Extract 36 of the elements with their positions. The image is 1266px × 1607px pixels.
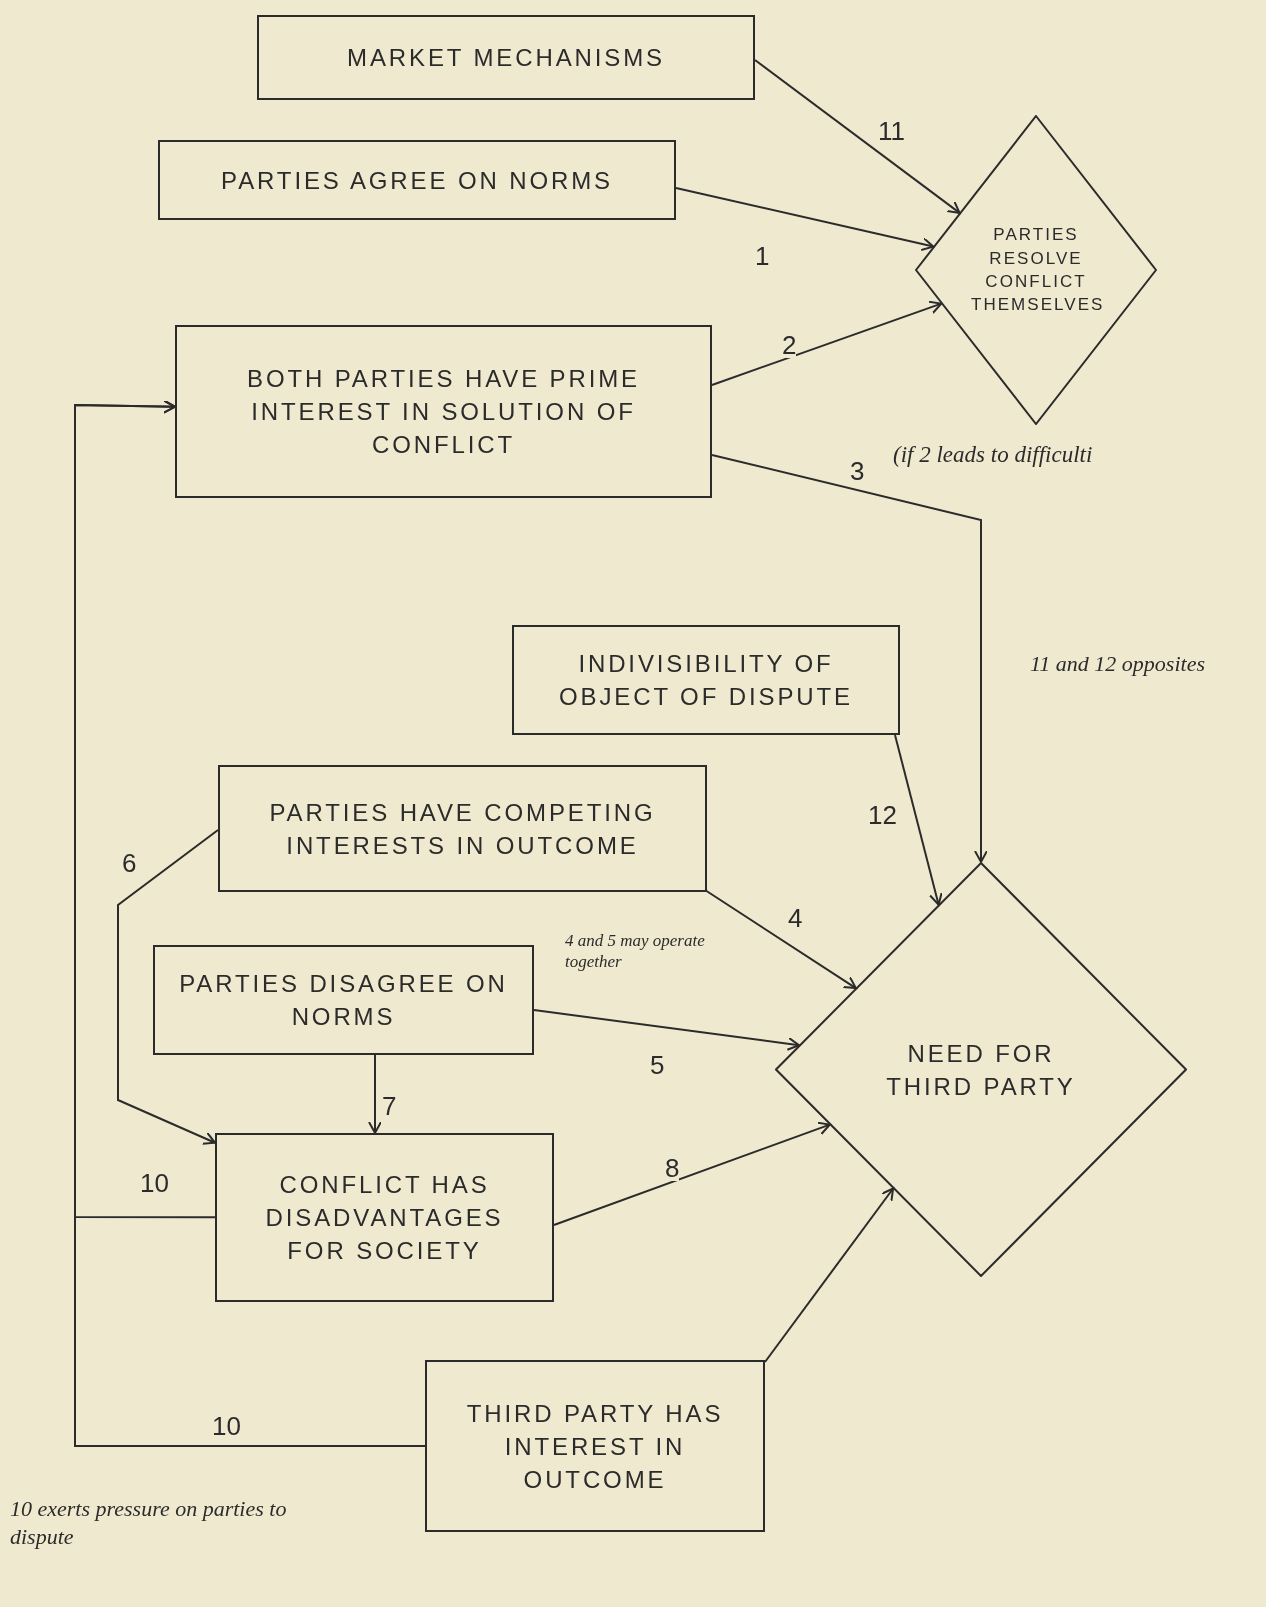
arrow	[675, 187, 935, 251]
arrow	[711, 300, 943, 386]
node-label: INDIVISIBILITY OF OBJECT OF DISPUTE	[558, 649, 854, 712]
arrow	[553, 1121, 831, 1226]
process-box	[512, 625, 900, 735]
arrow	[711, 454, 988, 863]
arrow	[754, 59, 961, 214]
node-label: PARTIES AGREE ON NORMS	[221, 165, 613, 196]
process-box	[215, 1133, 554, 1302]
arrow	[704, 889, 857, 990]
node-label: PARTIES RESOLVE CONFLICT THEMSELVES	[971, 224, 1101, 317]
process-box	[153, 945, 534, 1055]
arrow	[533, 1009, 801, 1051]
process-box	[158, 140, 676, 220]
note-text: 10 exerts pressure on parties to dispute	[10, 1495, 288, 1550]
process-box	[175, 325, 712, 498]
node-label: THIRD PARTY HAS INTEREST IN OUTCOME	[465, 1398, 725, 1495]
node-label: PARTIES DISAGREE ON NORMS	[179, 969, 508, 1032]
arrow	[894, 734, 943, 906]
process-box	[425, 1360, 765, 1532]
arrow	[117, 829, 219, 1145]
note-text: 11 and 12 opposites	[1030, 650, 1205, 678]
node-label: MARKET MECHANISMS	[347, 43, 665, 73]
node-label: NEED FOR THIRD PARTY	[885, 1038, 1077, 1102]
note-text: (if 2 leads to difficulti	[893, 441, 1093, 469]
node-label: PARTIES HAVE COMPETING INTERESTS IN OUTCOME	[268, 797, 657, 861]
arrow	[74, 399, 426, 1447]
process-box	[218, 765, 707, 892]
decision-diamond	[915, 115, 1157, 425]
arrow	[368, 1054, 382, 1134]
arrow	[764, 1187, 895, 1363]
decision-diamond	[775, 862, 1187, 1277]
node-label: CONFLICT HAS DISADVANTAGES FOR SOCIETY	[264, 1170, 505, 1266]
note-text: 4 and 5 may operate together	[565, 930, 706, 973]
process-box	[257, 15, 755, 100]
node-label: BOTH PARTIES HAVE PRIME INTEREST IN SOLUTION OF CONFLICT	[246, 364, 641, 460]
